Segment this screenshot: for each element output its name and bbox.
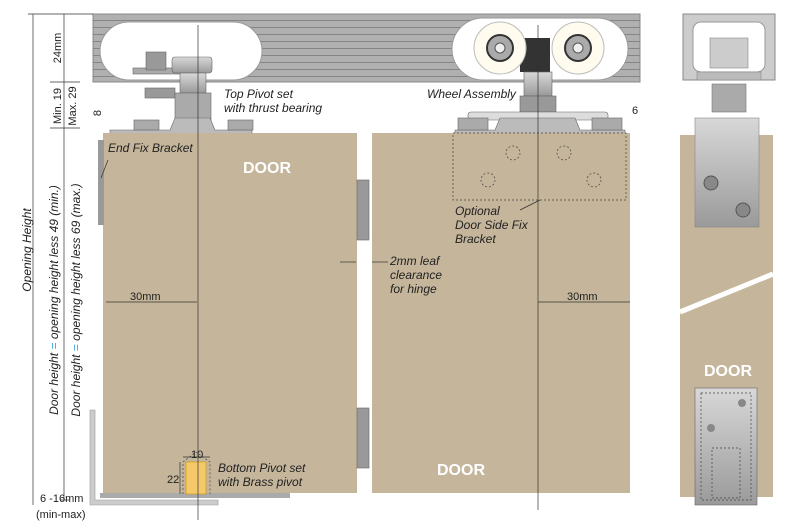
hinge-bottom <box>356 407 370 469</box>
gap-min-label: Min. 19 <box>52 88 64 124</box>
pivot-height-label: 22 <box>167 474 179 486</box>
side-view <box>679 13 776 506</box>
track-height-label: 24mm <box>52 33 64 64</box>
bracket-screw-holes <box>480 145 602 188</box>
end-fix-bracket-label: End Fix Bracket <box>108 141 193 155</box>
left-30mm-label: 30mm <box>130 291 161 303</box>
door-left-label: DOOR <box>243 160 291 177</box>
side-fix-label-2: Door Side Fix <box>455 218 529 232</box>
door-height-min-label: Door height = opening height less 49 (mi… <box>47 185 61 415</box>
top-pivot-set <box>109 51 254 135</box>
floor-gap-note: (min-max) <box>36 509 86 521</box>
dimension-lines <box>28 13 630 505</box>
pivot-width-label: 10 <box>191 449 203 461</box>
clearance-label-2: clearance <box>390 268 442 282</box>
bottom-pivot-label-2: with Brass pivot <box>218 475 303 489</box>
right-30mm-label: 30mm <box>567 291 598 303</box>
top-pivot-label-2: with thrust bearing <box>224 101 322 115</box>
door-side-label: DOOR <box>704 363 752 380</box>
bottom-pivot-label-1: Bottom Pivot set <box>218 461 306 475</box>
end-fix-bracket <box>98 140 104 225</box>
door-height-max-label: Door height = opening height less 69 (ma… <box>69 183 83 416</box>
clearance-label-3: for hinge <box>390 282 437 296</box>
opening-height-label: Opening Height <box>20 208 34 292</box>
left-offset-label: 8 <box>92 110 104 116</box>
top-pivot-label-1: Top Pivot set <box>224 87 294 101</box>
door-right-label: DOOR <box>437 462 485 479</box>
clearance-label-1: 2mm leaf <box>389 254 441 268</box>
door-right <box>372 133 630 493</box>
wheel-assembly <box>454 21 626 135</box>
floor-bracket <box>89 409 290 506</box>
wheel-assembly-label: Wheel Assembly <box>427 87 517 101</box>
brass-pivot <box>185 461 207 495</box>
screw-icon <box>735 202 751 218</box>
gap-max-label: Max. 29 <box>67 86 79 125</box>
screw-icon <box>703 175 719 191</box>
side-fix-label-3: Bracket <box>455 232 496 246</box>
side-fix-label-1: Optional <box>455 204 500 218</box>
floor-gap-label: 6 -16mm <box>40 493 83 505</box>
right-offset-label: 6 <box>632 105 638 117</box>
door-left <box>103 133 357 493</box>
hinge-top <box>356 179 370 241</box>
